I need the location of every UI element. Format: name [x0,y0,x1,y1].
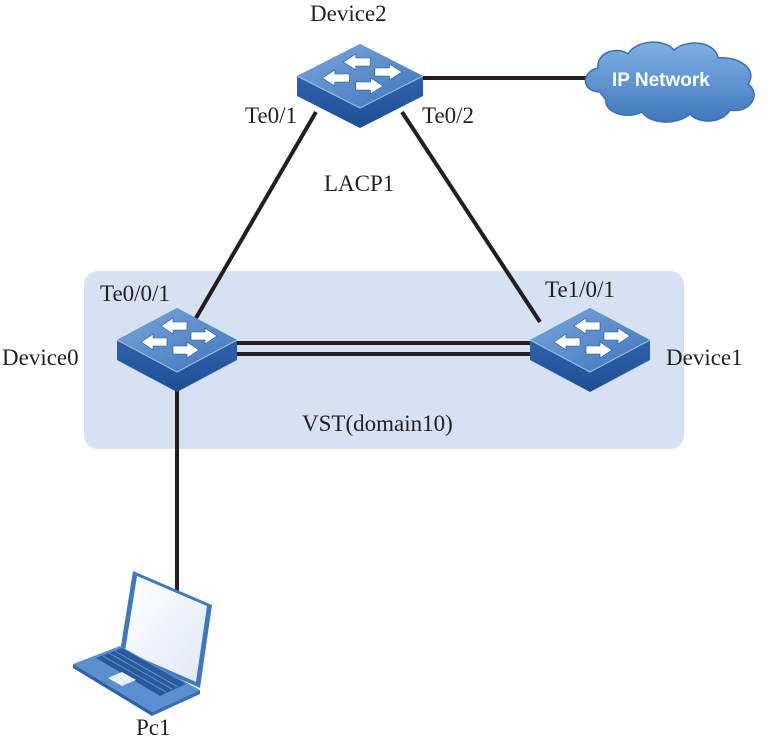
ip-network-cloud-icon[interactable]: IP Network [584,41,755,123]
port-te0-2-label: Te0/2 [422,103,475,128]
device2-label: Device2 [310,1,387,26]
link-device2-device0 [194,110,318,320]
vst-domain-label: VST(domain10) [302,411,453,436]
port-te0-1-label: Te0/1 [245,103,298,128]
pc1-label: Pc1 [136,715,171,740]
link-device2-device1 [400,110,542,324]
port-te0-0-1-label: Te0/0/1 [100,281,170,306]
lacp-group-label: LACP1 [324,171,395,196]
pc1-laptop-icon[interactable] [73,571,212,716]
port-te1-0-1-label: Te1/0/1 [545,277,615,302]
device1-label: Device1 [666,345,743,370]
device0-label: Device0 [2,345,79,370]
ip-network-label: IP Network [612,70,710,91]
